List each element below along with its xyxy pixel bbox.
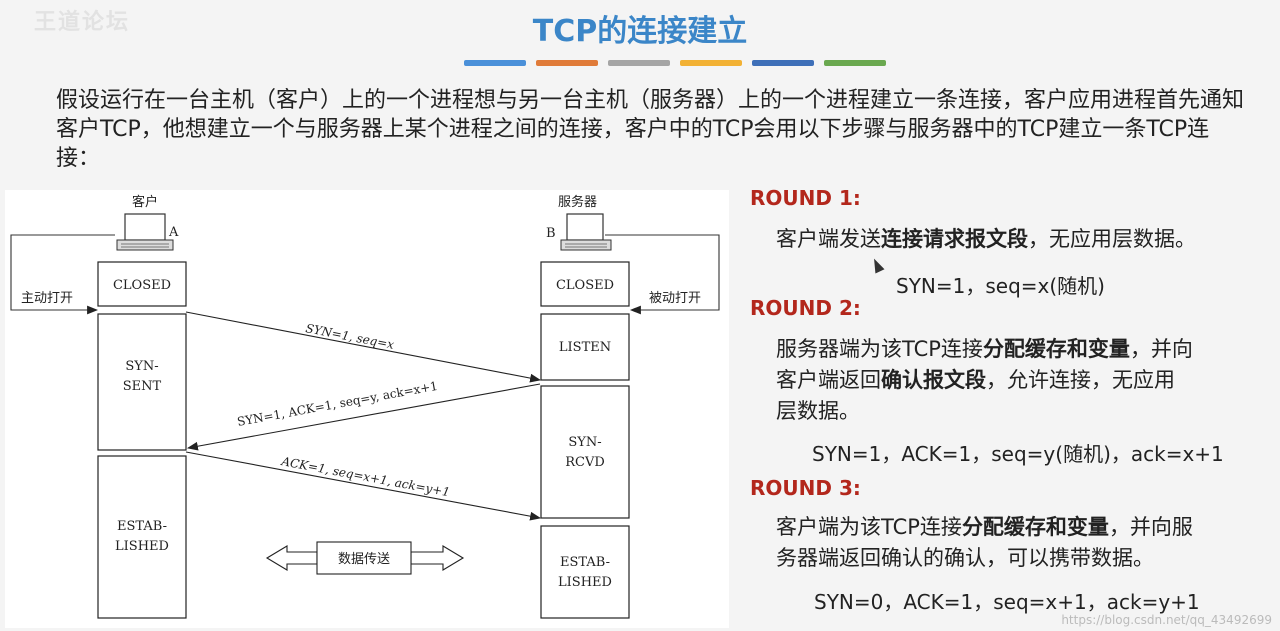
- accent-bar: [824, 60, 886, 66]
- round-1-formula: SYN=1，seq=x(随机): [896, 274, 1105, 298]
- intro-paragraph: 假设运行在一台主机（客户）上的一个进程想与另一台主机（服务器）上的一个进程建立一…: [56, 88, 1245, 171]
- server-state-closed: CLOSED: [556, 278, 614, 293]
- message-syn-ack: SYN=1, ACK=1, seq=y, ack=x+1: [236, 379, 439, 429]
- client-label: 客户: [132, 194, 158, 210]
- round-1-heading: ROUND 1:: [750, 186, 861, 210]
- round-2-text: 服务器端为该TCP连接分配缓存和变量，并向 客户端返回确认报文段，允许连接，无应…: [776, 337, 1193, 423]
- round-2-heading: ROUND 2:: [750, 296, 861, 320]
- server-state-syn: SYN-: [568, 435, 601, 450]
- client-state-lished: LISHED: [115, 539, 169, 554]
- slide-title: TCP的连接建立: [532, 14, 748, 49]
- active-open-label: 主动打开: [21, 291, 73, 306]
- accent-bar: [608, 60, 670, 66]
- server-state-estab: ESTAB-: [560, 555, 610, 570]
- server-state-lished: LISHED: [558, 575, 612, 590]
- message-syn: SYN=1, seq=x: [304, 321, 395, 352]
- client-letter: A: [168, 225, 179, 240]
- server-state-rcvd: RCVD: [565, 455, 605, 470]
- accent-bars: [464, 60, 886, 66]
- message-ack: ACK=1, seq=x+1, ack=y+1: [279, 454, 451, 499]
- data-transfer-label: 数据传送: [338, 552, 390, 567]
- client-computer-icon: [116, 213, 174, 251]
- mouse-cursor-icon: [869, 256, 885, 274]
- accent-bar: [464, 60, 526, 66]
- accent-bar: [536, 60, 598, 66]
- round-3-heading: ROUND 3:: [750, 476, 861, 500]
- server-letter: B: [546, 226, 556, 241]
- client-state-sent: SENT: [123, 379, 162, 394]
- source-credit: https://blog.csdn.net/qq_43492699: [1061, 613, 1272, 627]
- server-state-listen: LISTEN: [559, 340, 611, 355]
- client-state-estab: ESTAB-: [117, 519, 167, 534]
- client-state-syn: SYN-: [125, 359, 158, 374]
- round-3-formula: SYN=0，ACK=1，seq=x+1，ack=y+1: [814, 590, 1200, 614]
- data-transfer-arrow-icon: [265, 541, 465, 575]
- accent-bar: [680, 60, 742, 66]
- round-2-formula: SYN=1，ACK=1，seq=y(随机)，ack=x+1: [812, 442, 1224, 466]
- server-label: 服务器: [558, 194, 597, 210]
- round-1-text: 客户端发送连接请求报文段，无应用层数据。: [776, 227, 1196, 251]
- accent-bar: [752, 60, 814, 66]
- watermark-logo: 王道论坛: [34, 10, 131, 35]
- server-computer-icon: [560, 213, 612, 251]
- passive-open-label: 被动打开: [649, 291, 701, 306]
- handshake-diagram: 客户 A 服务器 B 主动打开 被动打开 CLOSED SYN- SENT ES…: [5, 190, 729, 628]
- round-3-text: 客户端为该TCP连接分配缓存和变量，并向服 务器端返回确认的确认，可以携带数据。: [776, 515, 1193, 570]
- client-state-closed: CLOSED: [113, 278, 171, 293]
